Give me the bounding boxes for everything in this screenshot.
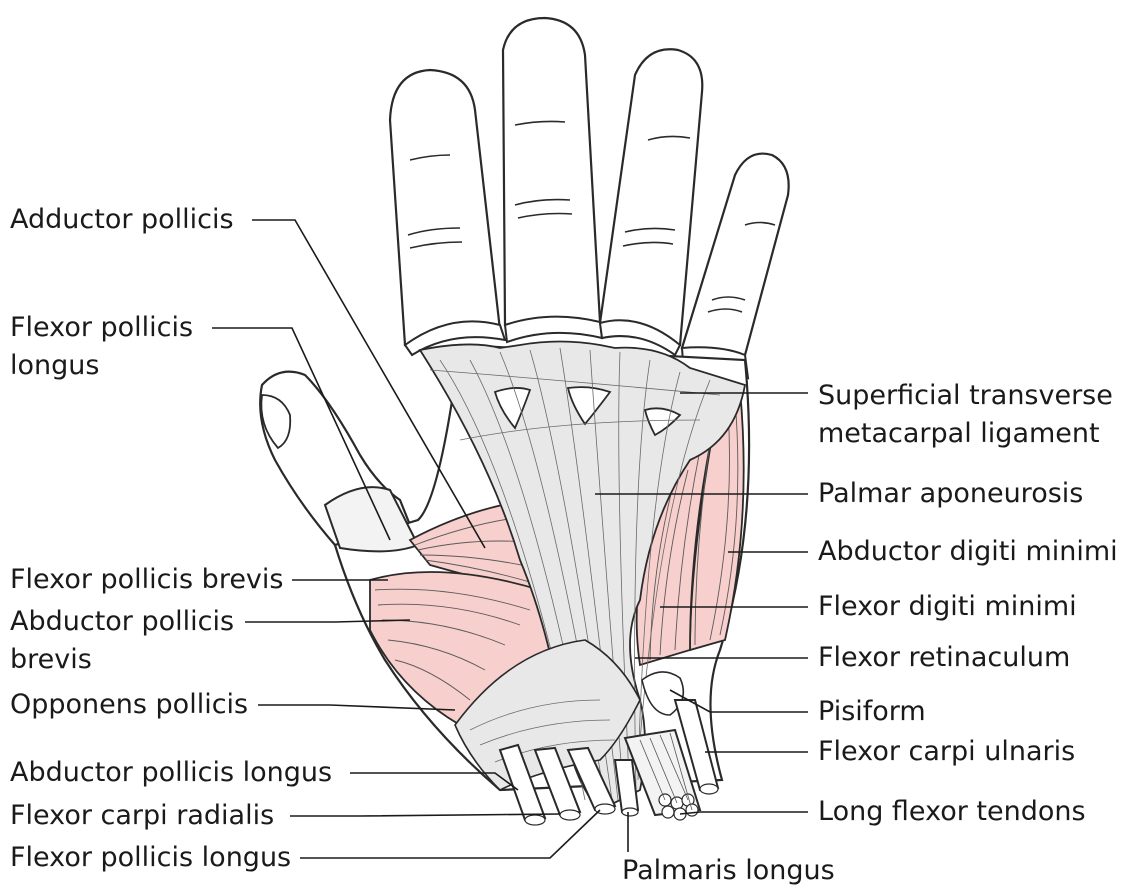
label-long-flexor-tendons: Long flexor tendons xyxy=(818,796,1086,827)
label-abductor-digiti-minimi: Abductor digiti minimi xyxy=(818,536,1118,567)
abductor-pollicis-longus-tendon xyxy=(498,743,547,822)
label-superficial-transverse-line2: metacarpal ligament xyxy=(818,418,1100,449)
label-flexor-pollicis-longus-upper-line2: longus xyxy=(10,350,100,381)
label-opponens-pollicis: Opponens pollicis xyxy=(10,689,249,720)
thumb-nail xyxy=(260,394,292,450)
muscle-fibers xyxy=(374,399,739,701)
label-flexor-carpi-radialis: Flexor carpi radialis xyxy=(10,800,275,831)
label-superficial-transverse-line1: Superficial transverse xyxy=(818,380,1113,411)
label-abductor-pollicis-brevis-line1: Abductor pollicis xyxy=(10,606,235,637)
flexor-carpi-radialis-tendon xyxy=(533,746,582,817)
finger-creases xyxy=(407,120,776,313)
palmar-aponeurosis xyxy=(418,340,747,812)
label-palmaris-longus: Palmaris longus xyxy=(622,855,835,886)
label-flexor-pollicis-longus-upper-line1: Flexor pollicis xyxy=(10,312,194,343)
label-abductor-pollicis-longus: Abductor pollicis longus xyxy=(10,757,333,788)
label-flexor-digiti-minimi: Flexor digiti minimi xyxy=(818,591,1077,622)
aponeurosis-windows xyxy=(493,386,682,437)
label-flexor-retinaculum: Flexor retinaculum xyxy=(818,642,1071,673)
label-flexor-carpi-ulnaris: Flexor carpi ulnaris xyxy=(818,736,1076,767)
palmaris-longus-tendon xyxy=(613,759,640,814)
label-palmar-aponeurosis: Palmar aponeurosis xyxy=(818,478,1084,509)
pisiform-bone xyxy=(641,671,685,716)
little-finger xyxy=(680,152,790,357)
label-flexor-pollicis-brevis: Flexor pollicis brevis xyxy=(10,564,284,595)
middle-finger xyxy=(501,16,602,327)
fingers xyxy=(388,16,790,357)
long-flexor-tendons-bundle xyxy=(623,728,702,817)
leader-lines xyxy=(212,219,808,859)
label-abductor-pollicis-brevis-line2: brevis xyxy=(10,644,92,675)
label-adductor-pollicis: Adductor pollicis xyxy=(10,204,234,235)
wrist-tendons xyxy=(498,699,720,822)
ring-finger xyxy=(598,48,704,347)
index-finger xyxy=(388,68,502,347)
label-flexor-pollicis-longus-lower: Flexor pollicis longus xyxy=(10,842,292,873)
flexor-pollicis-longus-tendon xyxy=(566,746,617,812)
label-pisiform: Pisiform xyxy=(818,696,926,727)
